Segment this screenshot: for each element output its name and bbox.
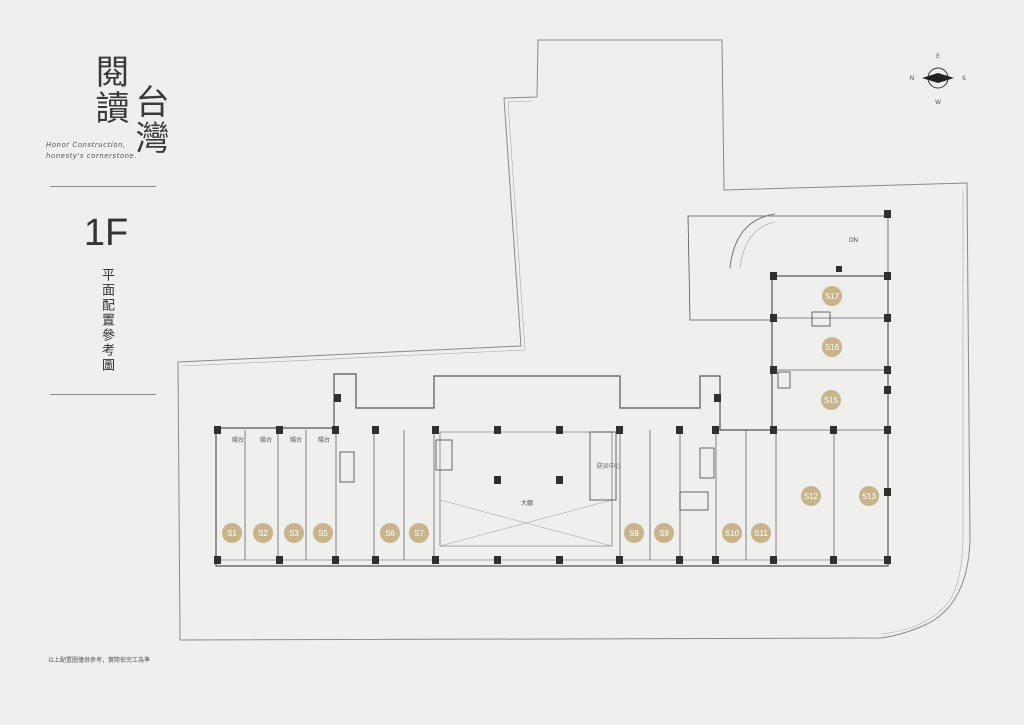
cores xyxy=(339,311,831,511)
brand-logo: 閱讀 台灣 xyxy=(84,54,174,204)
unit-label: S5 xyxy=(318,529,328,538)
compass-w: W xyxy=(935,99,941,106)
unit-label: S1 xyxy=(227,529,237,538)
unit-badge-s3 xyxy=(284,523,304,543)
unit-labels: S1 S2 S3 S5 S6 S7 S8 S9 S10 S11 S12 S13 … xyxy=(227,292,877,538)
unit-label: S9 xyxy=(659,529,669,538)
unit-badge-s8 xyxy=(624,523,644,543)
unit-badge-s12 xyxy=(801,486,821,506)
unit-label: S13 xyxy=(862,492,877,501)
site-curve-inner xyxy=(881,190,964,635)
unit-label: S2 xyxy=(258,529,268,538)
disaster-center-label: 防災中心 xyxy=(597,462,621,470)
unit-badge-s6 xyxy=(380,523,400,543)
unit-label: S8 xyxy=(629,529,639,538)
compass-icon: E W N S xyxy=(910,53,966,106)
tagline-line-1: Honor Construction, xyxy=(46,141,126,149)
unit-badge-s13 xyxy=(859,486,879,506)
dn-label: DN xyxy=(849,237,858,244)
unit-badge-s16 xyxy=(822,337,842,357)
building-outline xyxy=(215,213,889,567)
balcony-label-1: 陽台 xyxy=(232,436,244,444)
divider-bottom xyxy=(50,394,156,395)
unit-badge-s15 xyxy=(821,390,841,410)
unit-label: S17 xyxy=(825,292,840,301)
unit-badge-s7 xyxy=(409,523,429,543)
unit-label: S12 xyxy=(804,492,819,501)
structural-columns xyxy=(214,210,891,564)
site-boundary-inner xyxy=(181,100,534,367)
unit-label: S6 xyxy=(385,529,395,538)
unit-label: S10 xyxy=(725,529,740,538)
balcony-label-2: 陽台 xyxy=(260,436,272,444)
unit-badge-s17 xyxy=(822,286,842,306)
brand-text-1: 閱讀 xyxy=(89,54,129,126)
plan-title: 平面配置參考圖 xyxy=(99,268,114,373)
brand-text-2: 台灣 xyxy=(129,84,169,156)
unit-label: S15 xyxy=(824,396,839,405)
lobby-label: 大廳 xyxy=(521,499,533,507)
balcony-label-4: 陽台 xyxy=(318,436,330,444)
unit-badge-s9 xyxy=(654,523,674,543)
unit-badge-s1 xyxy=(222,523,242,543)
unit-badges xyxy=(222,286,879,543)
unit-badge-s11 xyxy=(751,523,771,543)
tagline-line-2: honesty's cornerstone. xyxy=(46,152,138,160)
compass-s: S xyxy=(962,75,966,82)
unit-label: S7 xyxy=(414,529,424,538)
unit-badge-s2 xyxy=(253,523,273,543)
unit-label: S11 xyxy=(754,529,768,538)
unit-label: S3 xyxy=(289,529,299,538)
floor-label: 1F xyxy=(83,212,129,254)
footnote: 以上配置圖僅供參考，實際依完工為準 xyxy=(48,657,151,664)
compass-e: E xyxy=(936,53,940,60)
balcony-label-3: 陽台 xyxy=(290,436,302,444)
unit-label: S16 xyxy=(825,343,840,352)
unit-badge-s5 xyxy=(313,523,333,543)
compass-n: N xyxy=(910,75,915,82)
divider-top xyxy=(50,186,156,187)
site-boundary xyxy=(177,39,971,641)
unit-badge-s10 xyxy=(722,523,742,543)
brand-tagline: Honor Construction, honesty's cornerston… xyxy=(46,140,156,162)
